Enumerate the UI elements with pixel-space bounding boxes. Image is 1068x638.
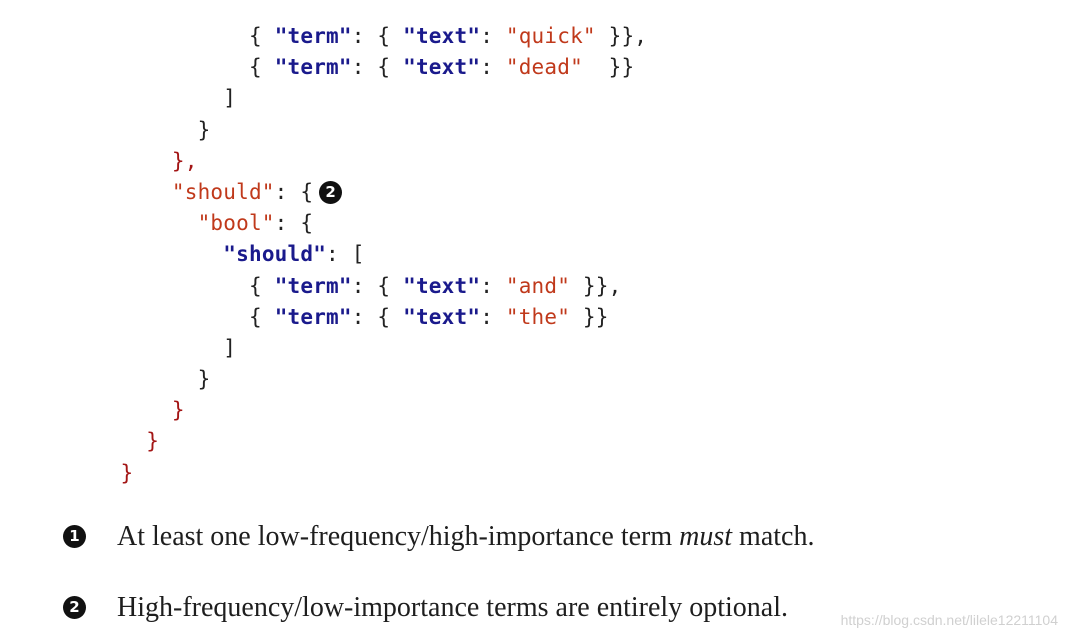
callout-marker-icon: 2	[319, 180, 343, 204]
code-line: }	[0, 364, 647, 395]
code-token: "the"	[505, 304, 571, 329]
code-line: }	[0, 115, 647, 146]
code-token: {	[249, 24, 275, 48]
code-line: ]	[0, 333, 647, 364]
code-token: ]	[223, 86, 237, 111]
code-token: "term"	[274, 24, 352, 48]
code-line: }	[0, 458, 647, 489]
code-line: "should": {2	[0, 177, 647, 208]
code-token: "should"	[171, 179, 275, 204]
code-token: "quick"	[505, 24, 596, 48]
code-token: ]	[223, 335, 237, 360]
code-token: }	[197, 117, 211, 142]
code-line: },	[0, 146, 647, 177]
code-token: : {	[351, 55, 404, 80]
code-token: :	[480, 304, 506, 329]
code-block: { "term": { "text": "quick" }},{ "term":…	[0, 21, 647, 489]
code-line: ]	[0, 83, 647, 114]
code-token: }	[171, 398, 185, 423]
code-token: {	[249, 55, 275, 80]
code-token: "and"	[505, 273, 571, 298]
watermark: https://blog.csdn.net/lilele12211104	[840, 612, 1058, 628]
code-token: }},	[570, 273, 622, 298]
code-token: }}	[570, 304, 609, 329]
callout-marker-icon: 2	[63, 596, 86, 619]
note-1: 1 At least one low-frequency/high-importa…	[63, 521, 814, 553]
code-token: "text"	[403, 55, 481, 80]
code-line: { "term": { "text": "the" }}	[0, 302, 647, 333]
code-token: : {	[351, 304, 404, 329]
callout-marker-icon: 1	[63, 525, 86, 548]
note-text: High-frequency/low-importance terms are …	[117, 592, 788, 623]
code-token: "text"	[403, 304, 481, 329]
code-token: "term"	[274, 55, 352, 80]
code-token: : {	[274, 179, 314, 204]
code-token: :	[480, 24, 506, 48]
code-token: : {	[274, 211, 314, 236]
code-token: "term"	[274, 273, 352, 298]
code-token: }},	[595, 24, 648, 48]
code-token: : {	[351, 273, 404, 298]
code-token: :	[480, 55, 506, 80]
note-text: match.	[732, 521, 815, 552]
code-token: "text"	[403, 24, 481, 48]
code-line: { "term": { "text": "quick" }},	[0, 21, 647, 52]
code-token: {	[249, 273, 275, 298]
code-line: }	[0, 395, 647, 426]
code-token: "text"	[403, 273, 481, 298]
code-line: }	[0, 426, 647, 457]
code-token: }	[120, 460, 134, 485]
code-token: "dead"	[505, 55, 583, 80]
code-token: "term"	[274, 304, 352, 329]
code-token: "bool"	[197, 211, 275, 236]
code-token: },	[171, 148, 198, 173]
code-line: "should": [	[0, 239, 647, 270]
code-token: : [	[326, 242, 365, 267]
emphasis-text: must	[679, 521, 733, 552]
code-line: { "term": { "text": "dead" }}	[0, 52, 647, 83]
note-text: At least one low-frequency/high-importan…	[117, 521, 680, 552]
code-token: }	[146, 429, 160, 454]
code-token: {	[249, 304, 275, 329]
code-token: "should"	[223, 242, 327, 267]
code-token: }}	[582, 55, 635, 80]
code-token: :	[480, 273, 506, 298]
code-token: }	[197, 367, 211, 392]
note-2: 2 High-frequency/low-importance terms are…	[63, 592, 788, 624]
code-line: "bool": {	[0, 208, 647, 239]
code-token: : {	[351, 24, 404, 48]
code-line: { "term": { "text": "and" }},	[0, 271, 647, 302]
